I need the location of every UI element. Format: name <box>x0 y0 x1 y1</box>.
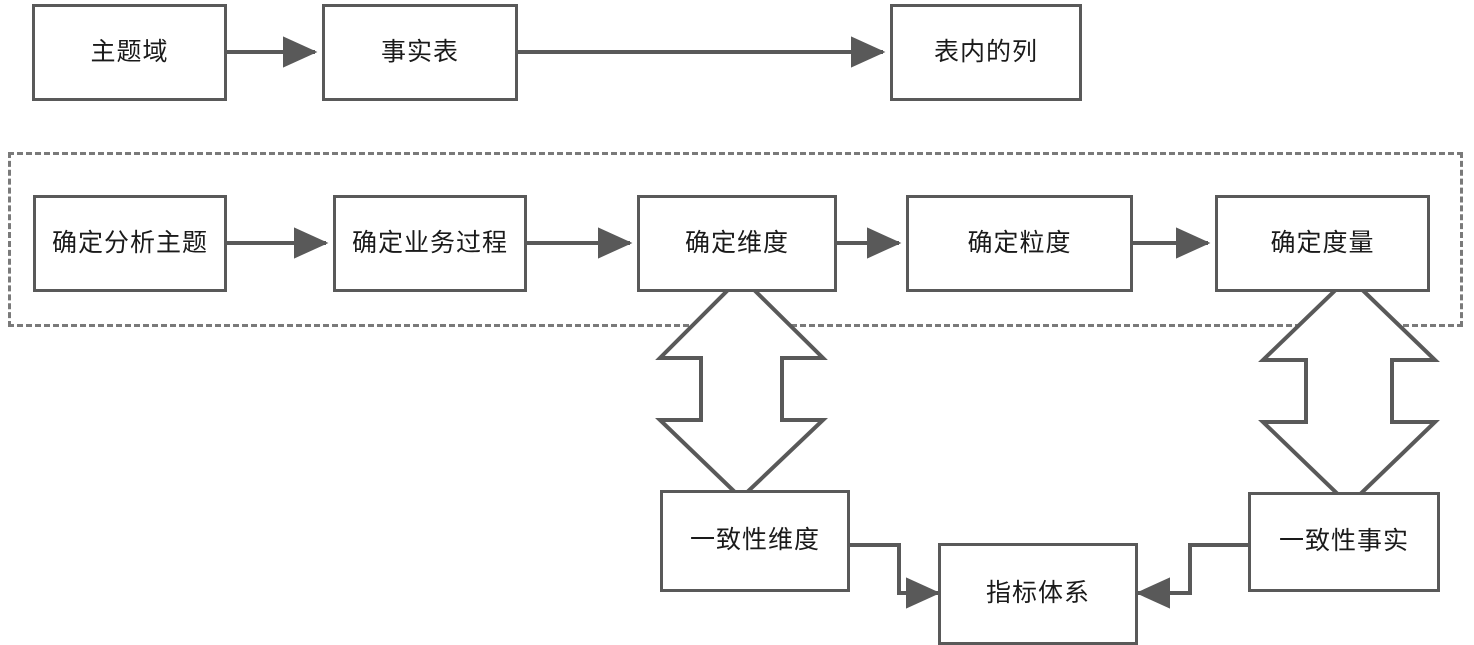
node-table-columns[interactable]: 表内的列 <box>890 4 1082 101</box>
node-fact-table[interactable]: 事实表 <box>322 4 518 101</box>
node-define-granularity[interactable]: 确定粒度 <box>906 195 1133 292</box>
node-define-dimension-label: 确定维度 <box>684 228 789 257</box>
node-define-business-process-label: 确定业务过程 <box>351 228 508 257</box>
node-subject-domain-label: 主题域 <box>90 37 169 66</box>
connector-conformed-dimension-to-metric-system <box>850 543 941 609</box>
node-subject-domain[interactable]: 主题域 <box>32 4 227 101</box>
node-conformed-fact-label: 一致性事实 <box>1278 527 1409 556</box>
node-define-dimension[interactable]: 确定维度 <box>637 195 837 292</box>
node-define-measure[interactable]: 确定度量 <box>1215 195 1430 292</box>
node-metric-system[interactable]: 指标体系 <box>938 543 1138 645</box>
node-define-analysis-theme[interactable]: 确定分析主题 <box>33 195 227 292</box>
node-conformed-fact[interactable]: 一致性事实 <box>1248 492 1440 592</box>
node-table-columns-label: 表内的列 <box>933 37 1038 66</box>
node-conformed-dimension-label: 一致性维度 <box>689 526 820 555</box>
node-metric-system-label: 指标体系 <box>985 579 1090 608</box>
node-define-business-process[interactable]: 确定业务过程 <box>333 195 527 292</box>
connector-conformed-fact-to-metric-system <box>1135 543 1248 609</box>
node-conformed-dimension[interactable]: 一致性维度 <box>660 490 850 592</box>
node-define-analysis-theme-label: 确定分析主题 <box>51 228 208 257</box>
node-define-granularity-label: 确定粒度 <box>967 228 1072 257</box>
node-fact-table-label: 事实表 <box>380 37 459 66</box>
node-define-measure-label: 确定度量 <box>1270 228 1375 257</box>
